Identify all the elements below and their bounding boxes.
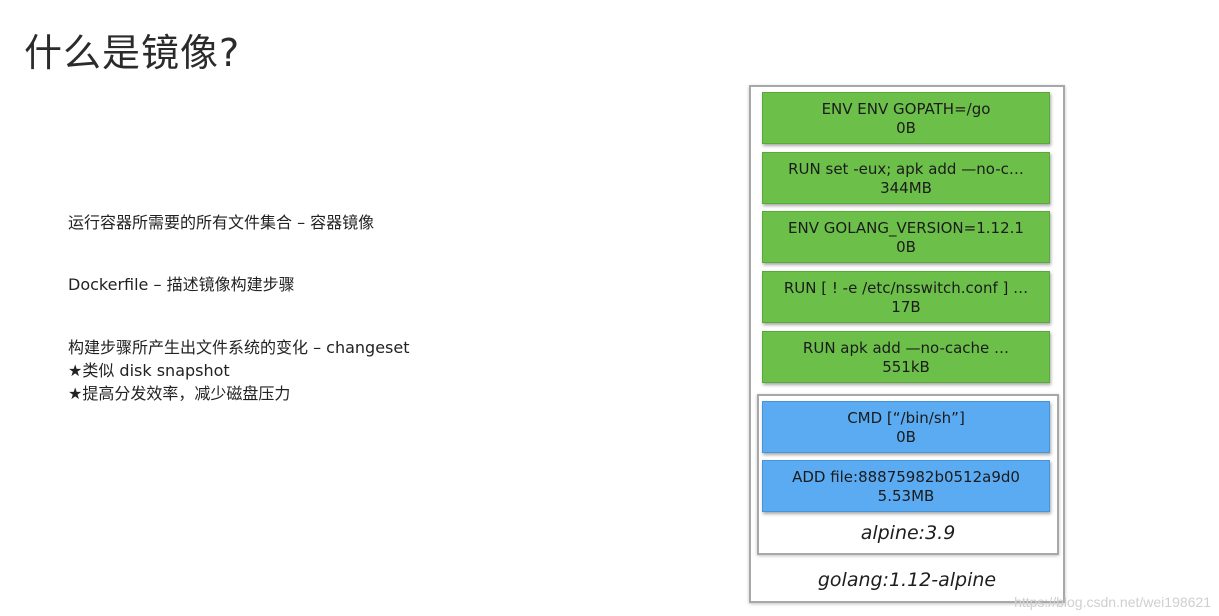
description-line-image: 运行容器所需要的所有文件集合 – 容器镜像 bbox=[68, 213, 375, 232]
alpine-image-label: alpine:3.9 bbox=[860, 522, 956, 544]
layer-command: ENV ENV GOPATH=/go bbox=[821, 100, 991, 118]
layer-command: CMD [“/bin/sh”] bbox=[847, 409, 965, 427]
bullet-disk-snapshot: ★类似 disk snapshot bbox=[68, 361, 230, 380]
layer-size: 0B bbox=[896, 119, 916, 137]
layer-add-file: ADD file:88875982b0512a9d0 5.53MB bbox=[762, 460, 1050, 512]
page-title: 什么是镜像? bbox=[24, 31, 241, 75]
layer-command: ENV GOLANG_VERSION=1.12.1 bbox=[788, 219, 1024, 237]
layer-size: 0B bbox=[896, 428, 916, 446]
layer-run-set-eux: RUN set -eux; apk add —no-c… 344MB bbox=[762, 152, 1050, 204]
layer-command: RUN apk add —no-cache … bbox=[802, 339, 1010, 357]
layer-env-gopath: ENV ENV GOPATH=/go 0B bbox=[762, 92, 1050, 144]
layer-size: 0B bbox=[896, 238, 916, 256]
layer-run-apk-add: RUN apk add —no-cache … 551kB bbox=[762, 331, 1050, 383]
watermark: https://blog.csdn.net/wei198621 bbox=[1014, 594, 1211, 610]
layer-size: 5.53MB bbox=[877, 487, 935, 505]
description-line-changeset: 构建步骤所产生出文件系统的变化 – changeset bbox=[68, 338, 410, 357]
layer-size: 344MB bbox=[880, 179, 932, 197]
bullet-distribution-efficiency: ★提高分发效率，减少磁盘压力 bbox=[68, 384, 291, 403]
layer-run-nsswitch: RUN [ ! -e /etc/nsswitch.conf ] … 17B bbox=[762, 271, 1050, 323]
description-line-dockerfile: Dockerfile – 描述镜像构建步骤 bbox=[68, 275, 295, 294]
golang-image-label: golang:1.12-alpine bbox=[817, 569, 997, 591]
layer-command: RUN [ ! -e /etc/nsswitch.conf ] … bbox=[783, 279, 1029, 297]
layer-size: 551kB bbox=[882, 358, 930, 376]
layer-size: 17B bbox=[891, 298, 921, 316]
layer-env-golang-version: ENV GOLANG_VERSION=1.12.1 0B bbox=[762, 211, 1050, 263]
layer-command: RUN set -eux; apk add —no-c… bbox=[788, 160, 1024, 178]
layer-cmd-bin-sh: CMD [“/bin/sh”] 0B bbox=[762, 401, 1050, 453]
layer-command: ADD file:88875982b0512a9d0 bbox=[792, 468, 1020, 486]
